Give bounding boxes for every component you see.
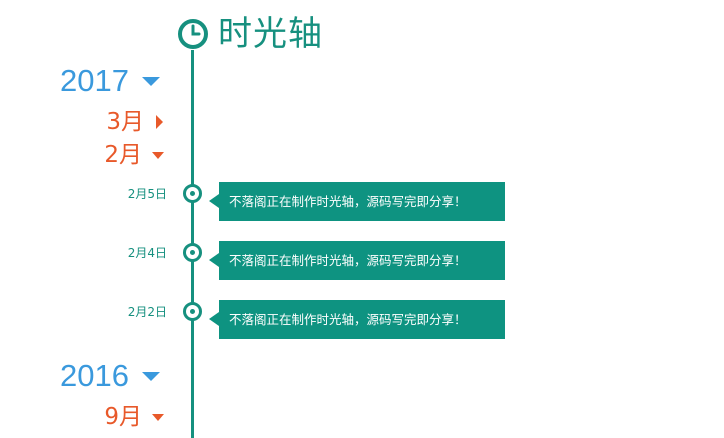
page-title: 时光轴: [218, 14, 323, 54]
caret-right-icon: [156, 115, 163, 129]
target-dot-icon: [183, 184, 202, 203]
year-label: 2016: [60, 358, 129, 393]
event-date: 2月4日: [127, 246, 167, 260]
caret-down-icon: [152, 151, 164, 159]
event-card[interactable]: 不落阁正在制作时光轴，源码写完即分享！: [219, 300, 505, 339]
month-toggle-2016-09[interactable]: 9月: [104, 403, 164, 431]
event-card[interactable]: 不落阁正在制作时光轴，源码写完即分享！: [219, 241, 505, 280]
event-pointer: [209, 194, 219, 208]
target-dot-icon: [183, 302, 202, 321]
clock-icon: [177, 18, 209, 50]
year-label: 2017: [60, 63, 129, 98]
year-toggle-2017[interactable]: 2017: [60, 63, 160, 99]
event-date: 2月2日: [127, 305, 167, 319]
event-card[interactable]: 不落阁正在制作时光轴，源码写完即分享！: [219, 182, 505, 221]
caret-down-icon: [142, 76, 160, 86]
year-toggle-2016[interactable]: 2016: [60, 358, 160, 394]
month-toggle-2017-02[interactable]: 2月: [104, 141, 164, 169]
month-toggle-2017-03[interactable]: 3月: [106, 108, 164, 136]
month-label: 2月: [104, 142, 142, 168]
event-pointer: [209, 253, 219, 267]
month-label: 9月: [104, 404, 142, 430]
target-dot-icon: [183, 243, 202, 262]
event-pointer: [209, 312, 219, 326]
month-label: 3月: [106, 109, 144, 135]
caret-down-icon: [142, 371, 160, 381]
event-date: 2月5日: [127, 187, 167, 201]
page-header: 时光轴: [177, 12, 323, 56]
caret-down-icon: [152, 413, 164, 421]
